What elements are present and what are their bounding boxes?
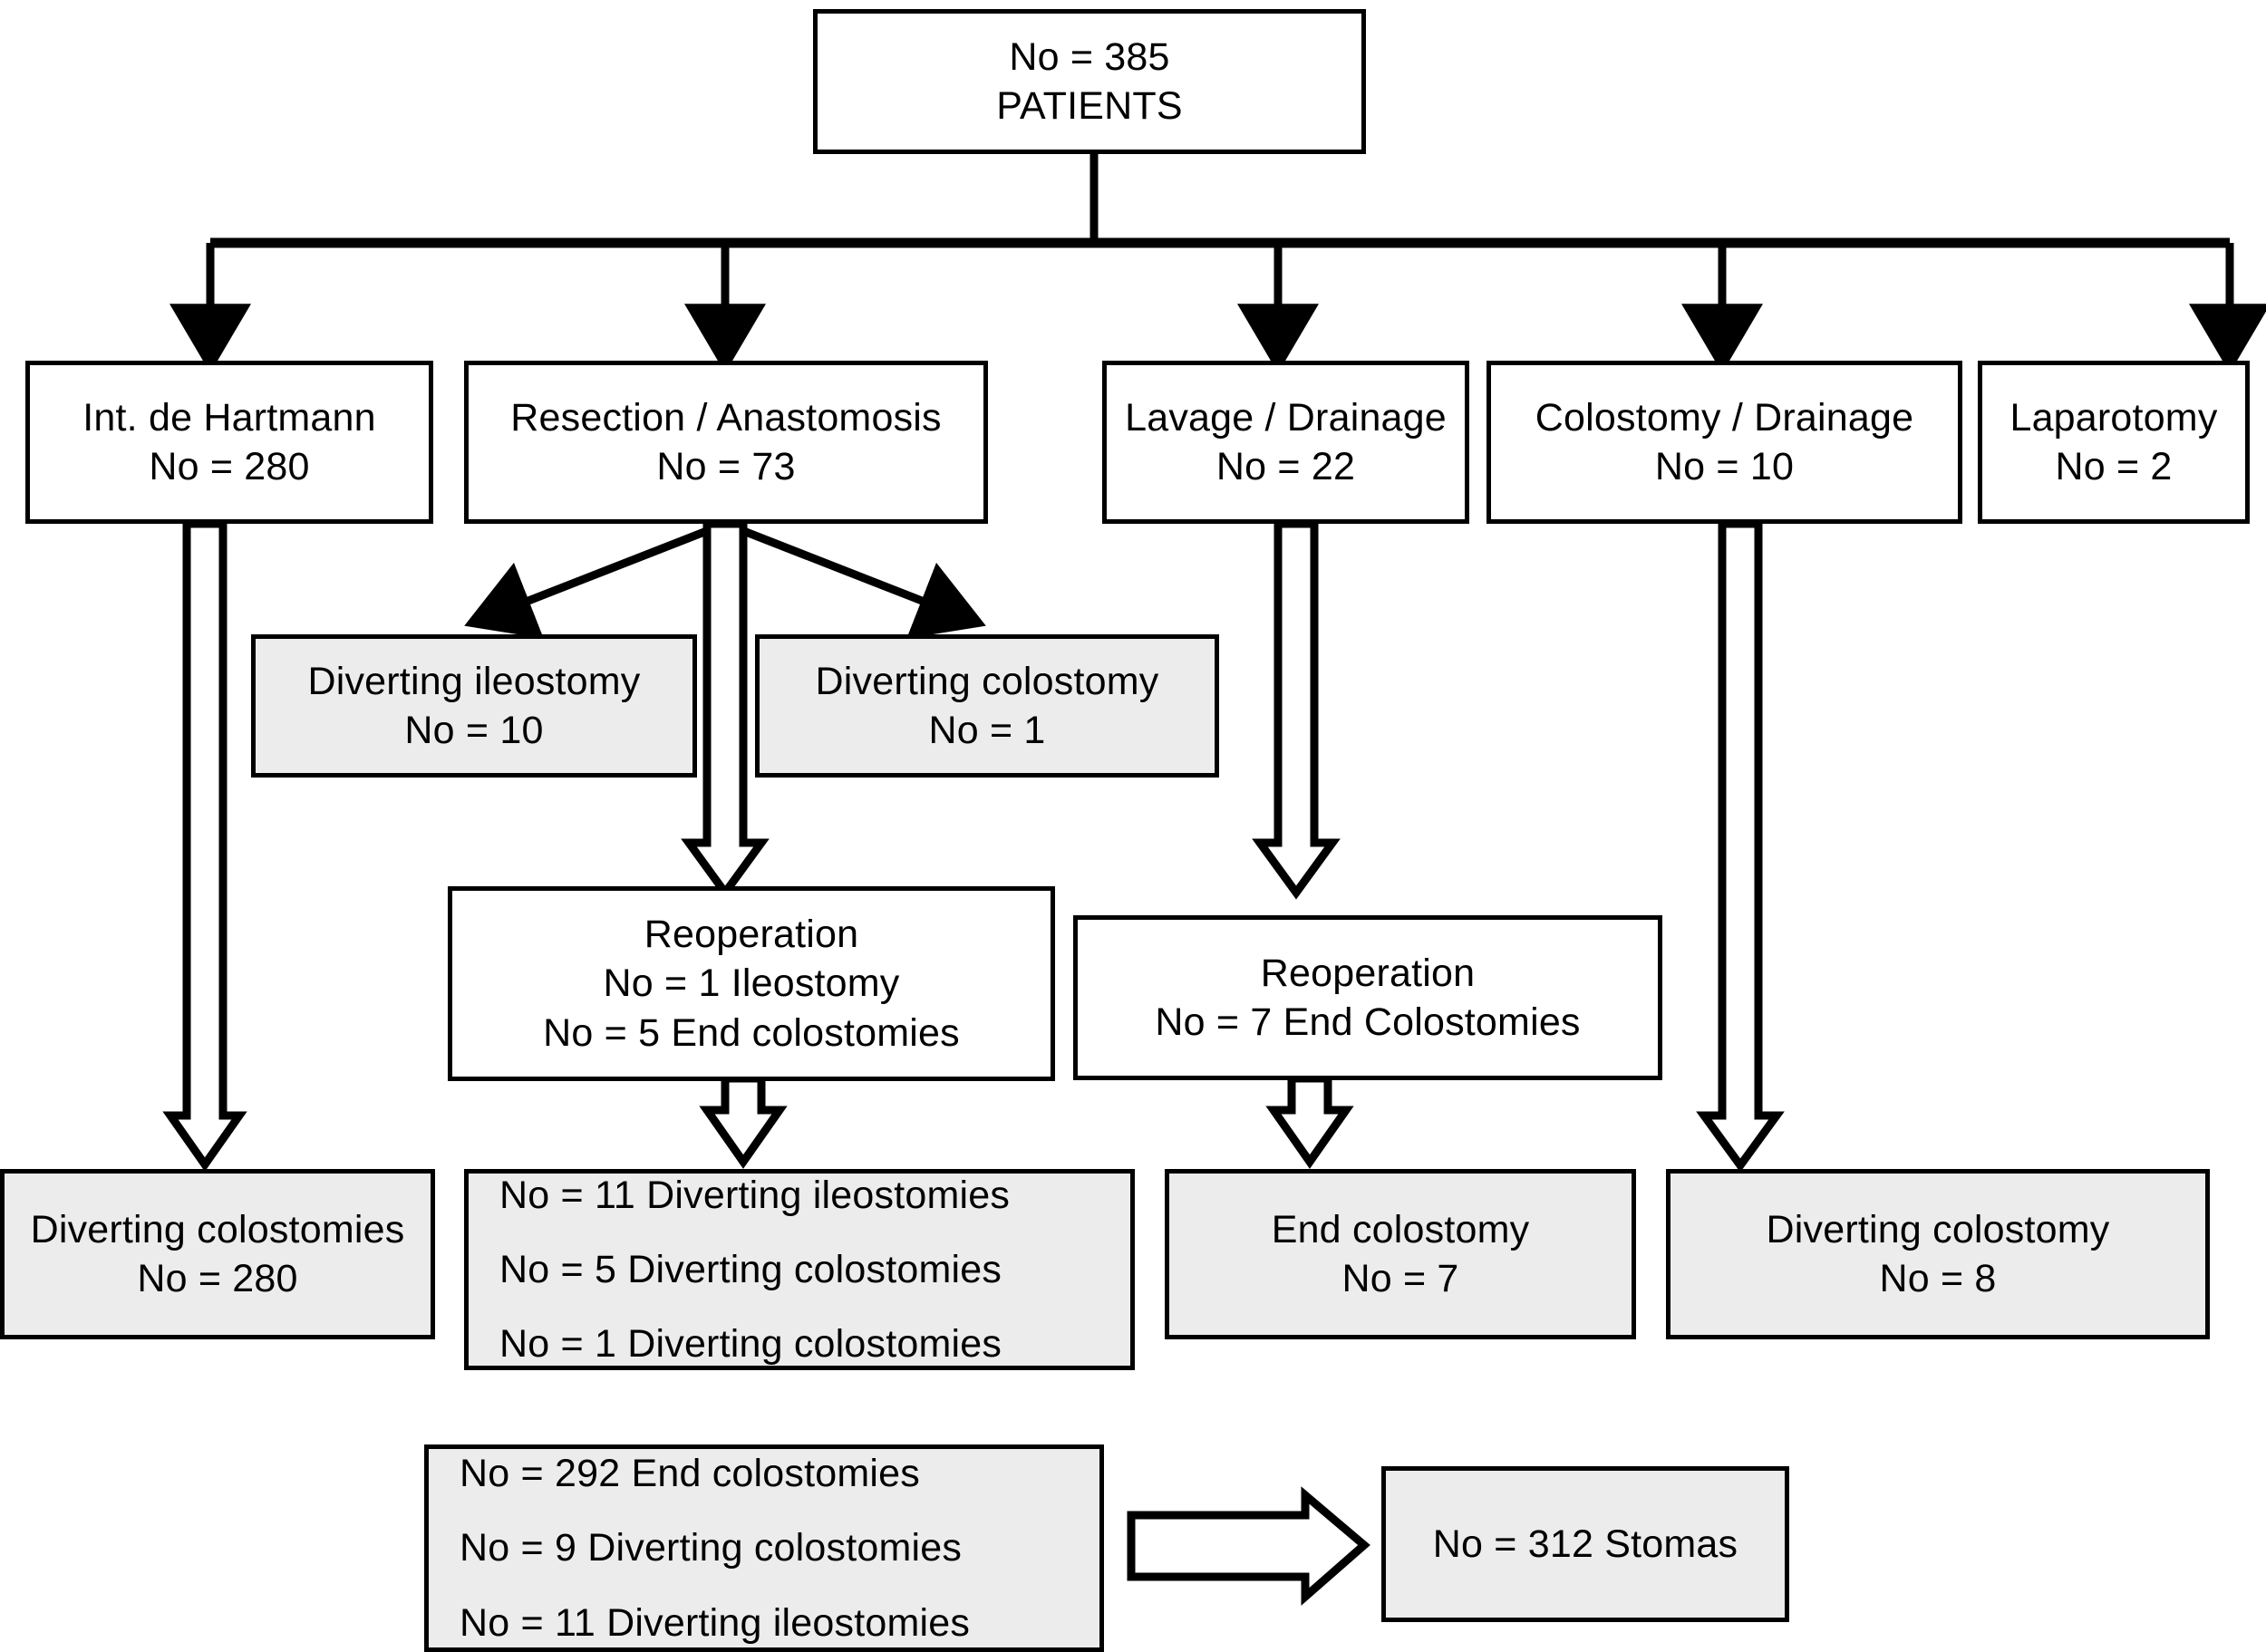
node-diverting-ileostomy-line-1: No = 10: [404, 709, 544, 752]
node-reoperation-resection-line-2: No = 5 End colostomies: [543, 1010, 960, 1055]
node-summary-totals-line-0: No = 292 End colostomies: [460, 1452, 920, 1496]
node-outcome-hartmann[interactable]: Diverting colostomies No = 280: [0, 1169, 435, 1339]
node-lavage-drainage-line-0: Lavage / Drainage: [1125, 395, 1447, 440]
node-diverting-colostomy-1-line-1: No = 1: [928, 709, 1046, 752]
diagonal-arrow-to-diverting-ileostomy: [464, 519, 727, 639]
node-outcome-colostomy-line-1: No = 8: [1879, 1257, 1997, 1300]
node-diverting-ileostomy-line-0: Diverting ileostomy: [307, 659, 641, 703]
node-reoperation-resection-line-1: No = 1 Ileostomy: [603, 961, 900, 1006]
node-diverting-colostomy-1-line-0: Diverting colostomy: [815, 659, 1159, 703]
node-laparotomy-line-1: No = 2: [2055, 445, 2173, 488]
node-total-stomas-line-0: No = 312 Stomas: [1432, 1522, 1738, 1566]
node-diverting-colostomy-1[interactable]: Diverting colostomy No = 1: [755, 634, 1219, 778]
node-hartmann-line-1: No = 280: [149, 445, 310, 488]
node-reoperation-lavage-line-0: Reoperation: [1260, 951, 1476, 995]
node-outcome-resection[interactable]: No = 11 Diverting ileostomies No = 5 Div…: [464, 1169, 1135, 1370]
node-outcome-resection-line-1: No = 5 Diverting colostomies: [499, 1247, 1002, 1291]
node-outcome-lavage[interactable]: End colostomy No = 7: [1165, 1169, 1636, 1339]
node-patients-line-1: PATIENTS: [996, 84, 1183, 128]
node-outcome-lavage-line-1: No = 7: [1341, 1257, 1459, 1300]
node-summary-totals[interactable]: No = 292 End colostomies No = 9 Divertin…: [424, 1444, 1104, 1652]
node-summary-totals-line-1: No = 9 Diverting colostomies: [460, 1526, 963, 1570]
node-lavage-drainage-line-1: No = 22: [1215, 445, 1356, 488]
node-outcome-hartmann-line-0: Diverting colostomies: [30, 1207, 405, 1251]
node-resection-anastomosis-line-1: No = 73: [656, 445, 796, 488]
node-resection-anastomosis[interactable]: Resection / Anastomosis No = 73: [464, 361, 988, 524]
node-reoperation-lavage[interactable]: Reoperation No = 7 End Colostomies: [1073, 915, 1662, 1080]
node-outcome-lavage-line-0: End colostomy: [1271, 1207, 1530, 1251]
node-hartmann-line-0: Int. de Hartmann: [82, 395, 376, 440]
block-arrow-resection-to-reoperation: [681, 519, 770, 900]
block-arrow-hartmann-to-outcome: [162, 519, 247, 1172]
block-arrow-reoperation-to-outcome-resection: [699, 1074, 788, 1169]
node-reoperation-lavage-line-1: No = 7 End Colostomies: [1155, 1000, 1581, 1044]
node-colostomy-drainage[interactable]: Colostomy / Drainage No = 10: [1486, 361, 1962, 524]
node-patients-line-0: No = 385: [1009, 34, 1170, 79]
block-arrow-summary-to-total: [1127, 1486, 1370, 1606]
node-colostomy-drainage-line-0: Colostomy / Drainage: [1535, 395, 1914, 440]
node-patients[interactable]: No = 385 PATIENTS: [813, 9, 1366, 154]
node-laparotomy-line-0: Laparotomy: [2009, 395, 2218, 440]
block-arrow-lavage-to-reoperation: [1252, 519, 1341, 900]
node-summary-totals-line-2: No = 11 Diverting ileostomies: [460, 1600, 971, 1645]
node-reoperation-resection-line-0: Reoperation: [644, 913, 859, 957]
node-outcome-colostomy-line-0: Diverting colostomy: [1766, 1207, 2110, 1251]
node-lavage-drainage[interactable]: Lavage / Drainage No = 22: [1102, 361, 1469, 524]
node-outcome-resection-line-0: No = 11 Diverting ileostomies: [499, 1173, 1011, 1217]
diagonal-arrow-to-diverting-colostomy: [723, 519, 986, 639]
node-reoperation-resection[interactable]: Reoperation No = 1 Ileostomy No = 5 End …: [448, 886, 1055, 1081]
root-fanout-connector: [169, 152, 2266, 373]
node-diverting-ileostomy[interactable]: Diverting ileostomy No = 10: [251, 634, 697, 778]
node-hartmann[interactable]: Int. de Hartmann No = 280: [25, 361, 433, 524]
node-colostomy-drainage-line-1: No = 10: [1654, 445, 1795, 488]
node-resection-anastomosis-line-0: Resection / Anastomosis: [510, 395, 942, 440]
block-arrow-colostomy-to-outcome: [1696, 519, 1785, 1173]
node-outcome-colostomy[interactable]: Diverting colostomy No = 8: [1666, 1169, 2210, 1339]
node-outcome-hartmann-line-1: No = 280: [137, 1257, 298, 1300]
node-total-stomas[interactable]: No = 312 Stomas: [1381, 1466, 1789, 1622]
node-outcome-resection-line-2: No = 1 Diverting colostomies: [499, 1322, 1002, 1367]
node-laparotomy[interactable]: Laparotomy No = 2: [1978, 361, 2250, 524]
block-arrow-reoperation-to-outcome-lavage: [1265, 1074, 1354, 1169]
